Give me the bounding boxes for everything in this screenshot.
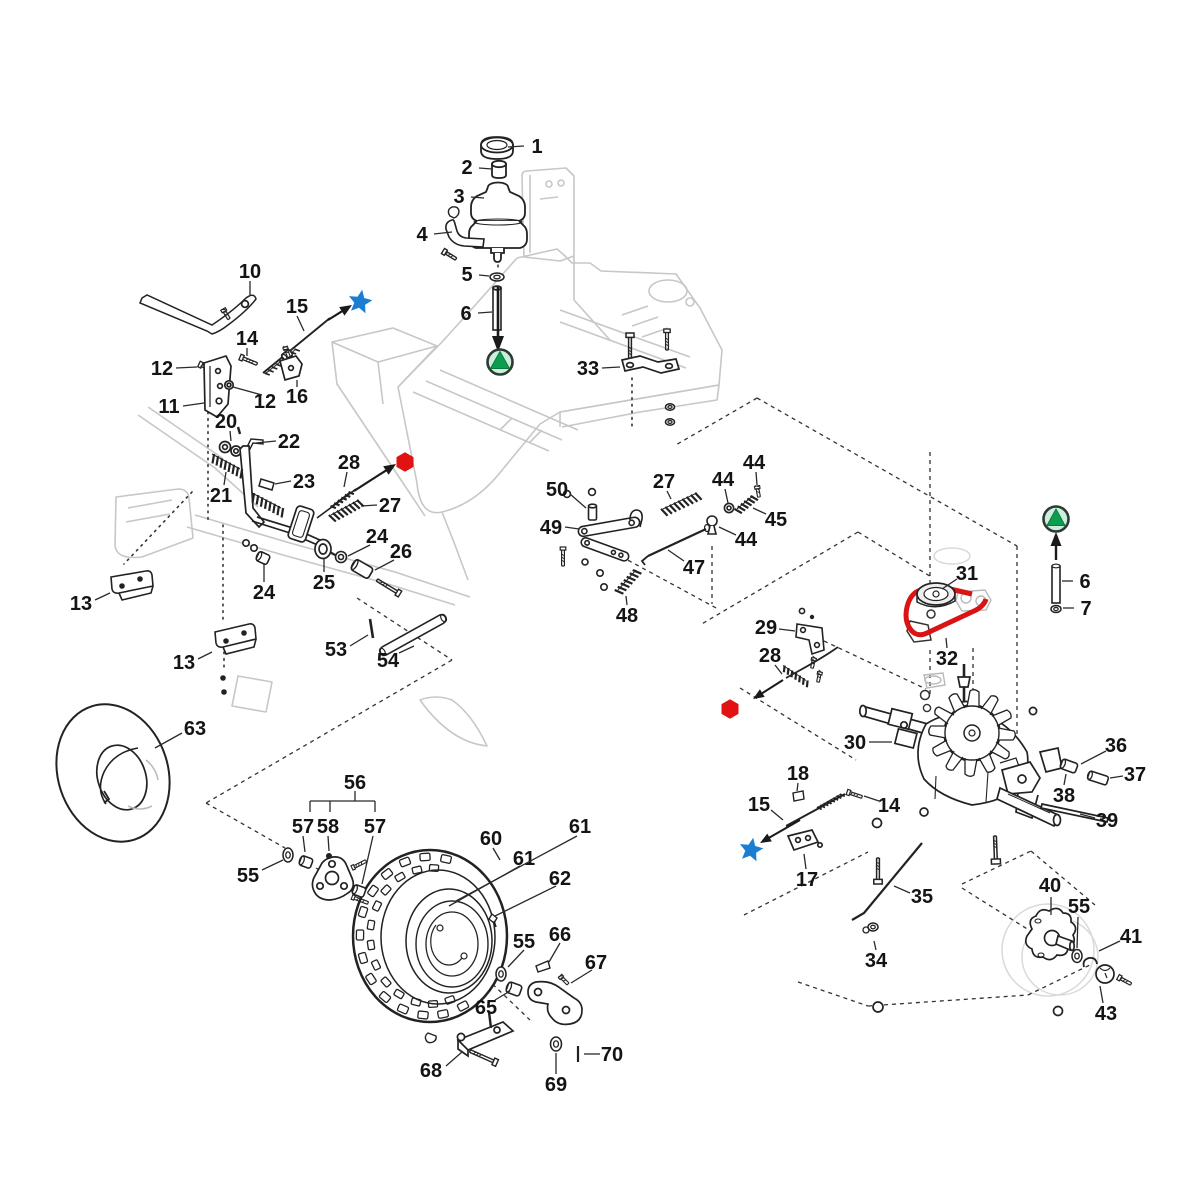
svg-text:28: 28 <box>759 645 781 667</box>
svg-text:16: 16 <box>286 386 308 408</box>
svg-text:62: 62 <box>549 868 571 890</box>
svg-text:37: 37 <box>1124 764 1146 786</box>
svg-text:22: 22 <box>278 431 300 453</box>
svg-text:48: 48 <box>616 605 638 627</box>
svg-text:39: 39 <box>1096 810 1118 832</box>
svg-text:27: 27 <box>379 495 401 517</box>
svg-text:13: 13 <box>70 593 92 615</box>
svg-text:58: 58 <box>317 816 339 838</box>
svg-text:20: 20 <box>215 411 237 433</box>
svg-text:44: 44 <box>712 469 735 491</box>
svg-text:50: 50 <box>546 479 568 501</box>
svg-text:65: 65 <box>475 997 497 1019</box>
svg-text:47: 47 <box>683 557 705 579</box>
svg-text:49: 49 <box>540 517 562 539</box>
svg-text:44: 44 <box>743 452 766 474</box>
svg-text:67: 67 <box>585 952 607 974</box>
svg-text:4: 4 <box>416 224 428 246</box>
svg-text:56: 56 <box>344 772 366 794</box>
svg-text:14: 14 <box>236 328 259 350</box>
svg-text:3: 3 <box>453 186 464 208</box>
svg-text:31: 31 <box>956 563 978 585</box>
svg-text:57: 57 <box>364 816 386 838</box>
svg-text:6: 6 <box>1079 571 1090 593</box>
svg-text:40: 40 <box>1039 875 1061 897</box>
svg-text:70: 70 <box>601 1044 623 1066</box>
svg-text:14: 14 <box>878 795 901 817</box>
svg-text:68: 68 <box>420 1060 442 1082</box>
svg-text:17: 17 <box>796 869 818 891</box>
svg-text:55: 55 <box>1068 896 1090 918</box>
svg-text:44: 44 <box>735 529 758 551</box>
svg-text:24: 24 <box>253 582 276 604</box>
svg-text:27: 27 <box>653 471 675 493</box>
svg-text:18: 18 <box>787 763 809 785</box>
svg-text:12: 12 <box>151 358 173 380</box>
svg-text:12: 12 <box>254 391 276 413</box>
svg-text:57: 57 <box>292 816 314 838</box>
svg-text:28: 28 <box>338 452 360 474</box>
svg-text:66: 66 <box>549 924 571 946</box>
svg-text:54: 54 <box>377 650 400 672</box>
svg-text:36: 36 <box>1105 735 1127 757</box>
svg-text:35: 35 <box>911 886 933 908</box>
svg-text:61: 61 <box>513 848 535 870</box>
svg-text:25: 25 <box>313 572 335 594</box>
svg-text:15: 15 <box>748 794 770 816</box>
svg-text:5: 5 <box>461 264 472 286</box>
svg-text:26: 26 <box>390 541 412 563</box>
svg-text:53: 53 <box>325 639 347 661</box>
svg-text:63: 63 <box>184 718 206 740</box>
svg-text:30: 30 <box>844 732 866 754</box>
svg-text:55: 55 <box>237 865 259 887</box>
svg-text:38: 38 <box>1053 785 1075 807</box>
svg-text:13: 13 <box>173 652 195 674</box>
svg-text:32: 32 <box>936 648 958 670</box>
svg-text:43: 43 <box>1095 1003 1117 1025</box>
svg-text:15: 15 <box>286 296 308 318</box>
svg-text:69: 69 <box>545 1074 567 1096</box>
svg-text:61: 61 <box>569 816 591 838</box>
svg-text:24: 24 <box>366 526 389 548</box>
svg-text:11: 11 <box>158 396 179 418</box>
svg-text:33: 33 <box>577 358 599 380</box>
svg-text:6: 6 <box>460 303 471 325</box>
svg-text:23: 23 <box>293 471 315 493</box>
svg-text:41: 41 <box>1120 926 1142 948</box>
svg-text:21: 21 <box>210 485 232 507</box>
svg-text:55: 55 <box>513 931 535 953</box>
svg-text:2: 2 <box>461 157 472 179</box>
svg-text:10: 10 <box>239 261 261 283</box>
svg-text:1: 1 <box>531 136 542 158</box>
svg-text:60: 60 <box>480 828 502 850</box>
svg-text:45: 45 <box>765 509 787 531</box>
svg-text:29: 29 <box>755 617 777 639</box>
svg-text:34: 34 <box>865 950 888 972</box>
svg-text:7: 7 <box>1080 598 1091 620</box>
